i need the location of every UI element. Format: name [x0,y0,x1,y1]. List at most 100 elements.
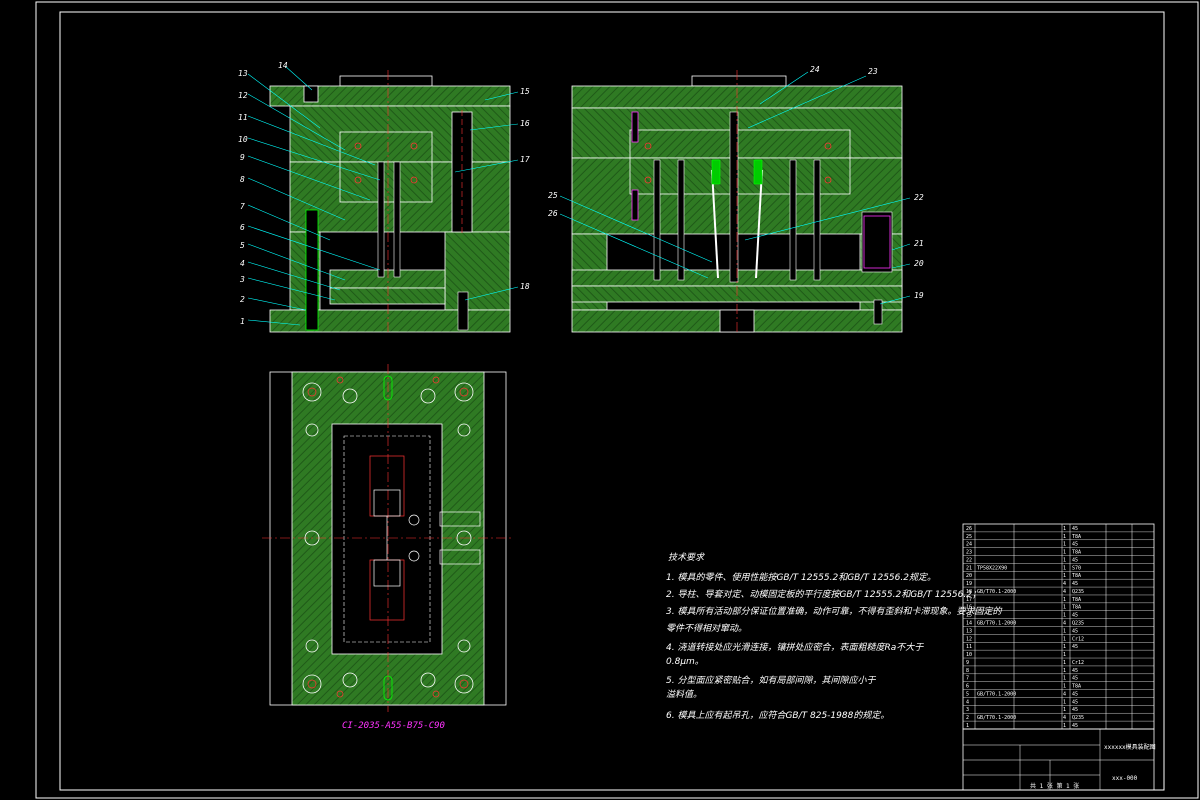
bom-cell-no: 2 [966,715,969,721]
plan-caption: CI-2035-A55-B75-C90 [342,721,445,731]
note-line: 3. 模具所有活动部分保证位置准确，动作可靠，不得有歪斜和卡滞现象。要求固定的 [666,606,1002,617]
bom-cell-no: 24 [966,542,972,548]
bom-cell-mat: T8A [1072,597,1081,603]
bom-cell-qty: 1 [1063,542,1066,548]
part-label: 6 [240,223,245,232]
outer-frame [35,1,1199,799]
bom-cell-mat: 45 [1072,723,1078,729]
drawing-number: xxx-000 [1112,775,1138,782]
bom-cell-mat: Cr12 [1072,660,1084,666]
note-line: 零件不得相对窜动。 [666,623,747,634]
bom-cell-code: GB/T70.1-2000 [977,691,1016,697]
bom-cell-qty: 1 [1063,652,1066,658]
bom-cell-mat: T8A [1072,605,1081,611]
bom-cell-mat: 45 [1072,699,1078,705]
part-label: 11 [238,113,248,122]
note-line: 4. 浇道转接处应光滑连接，镶拼处应密合，表面粗糙度Ra不大于 [666,642,924,653]
bom-cell-mat: 45 [1072,707,1078,713]
right-part-labels: 19 20 21 22 23 24 25 26 [548,65,924,300]
bom-cell-code: GB/T70.1-2000 [977,715,1016,721]
bom-cell-mat: S70 [1072,565,1081,571]
bom-cell-no: 12 [966,636,972,642]
bom-cell-no: 25 [966,534,972,540]
bom-cell-mat: T8A [1072,684,1081,690]
part-label: 13 [238,69,248,78]
bom-cell-qty: 1 [1063,644,1066,650]
bom-cell-mat: T8A [1072,573,1081,579]
part-label: 18 [520,282,530,291]
bom-cell-code: TP58X22X90 [977,565,1007,571]
bom-cell-qty: 1 [1063,573,1066,579]
technical-notes: 技术要求 1. 模具的零件、使用性能按GB/T 12555.2和GB/T 125… [666,552,1002,721]
bom-cell-no: 18 [966,589,972,595]
part-label: 15 [520,87,530,96]
bom-cell-no: 5 [966,691,969,697]
bom-cell-mat: 45 [1072,613,1078,619]
bom-cell-no: 21 [966,565,972,571]
bom-cell-mat: 45 [1072,557,1078,563]
bom-cell-no: 9 [966,660,969,666]
inner-frame [59,11,1165,791]
bom-cell-qty: 1 [1063,676,1066,682]
bom-cell-no: 19 [966,581,972,587]
bom-cell-no: 14 [966,621,972,627]
bom-cell-mat: Q235 [1072,621,1084,627]
bom-cell-qty: 1 [1063,534,1066,540]
bom-cell-mat: Q235 [1072,715,1084,721]
left-section-view [269,70,511,335]
bom-cell-qty: 1 [1063,550,1066,556]
part-label: 20 [914,259,924,268]
bom-cell-mat: 45 [1072,644,1078,650]
bom-cell-no: 11 [966,644,972,650]
part-label: 26 [548,209,558,218]
bom-cell-qty: 4 [1063,715,1066,721]
notes-title: 技术要求 [668,552,705,563]
bom-cell-mat: T8A [1072,550,1081,556]
bom-cell-no: 20 [966,573,972,579]
bom-cell-code: GB/T70.1-2000 [977,589,1016,595]
bom-cell-qty: 4 [1063,589,1066,595]
bom-cell-qty: 1 [1063,565,1066,571]
bom-cell-no: 8 [966,668,969,674]
part-label: 9 [240,153,245,162]
part-label: 2 [240,295,245,304]
right-leaders [559,71,911,305]
bom-cell-no: 10 [966,652,972,658]
bom-cell-mat: 45 [1072,676,1078,682]
bom-cell-qty: 1 [1063,597,1066,603]
bom-cell-mat: T8A [1072,534,1081,540]
part-label: 5 [240,241,245,250]
note-line: 2. 导柱、导套对定、动模固定板的平行度按GB/T 12555.2和GB/T 1… [666,589,981,600]
part-label: 8 [240,175,245,184]
part-label: 17 [520,155,530,164]
title-block: xxxxxx模具装配图 xxx-000 共 1 张 第 1 张 [962,728,1156,791]
part-label: 16 [520,119,530,128]
note-line: 1. 模具的零件、使用性能按GB/T 12555.2和GB/T 12556.2规… [666,572,936,583]
bom-cell-qty: 1 [1063,684,1066,690]
bom-cell-qty: 1 [1063,628,1066,634]
bom-cell-no: 7 [966,676,969,682]
sheet-text: 共 1 张 第 1 张 [1030,782,1079,790]
bom-cell-qty: 4 [1063,691,1066,697]
bom-cell-qty: 4 [1063,621,1066,627]
part-label: 25 [548,191,558,200]
part-label: 23 [868,67,878,76]
part-label: 12 [238,91,248,100]
bom-cell-qty: 4 [1063,581,1066,587]
left-leaders [247,65,519,326]
bom-cell-no: 3 [966,707,969,713]
part-label: 21 [914,239,924,248]
note-line: 溢料值。 [666,689,702,700]
bom-cell-no: 23 [966,550,972,556]
part-label: 22 [914,193,924,202]
drawing-name: xxxxxx模具装配图 [1104,743,1156,751]
bom-cell-code: GB/T70.1-2000 [977,621,1016,627]
bom-cell-mat: 45 [1072,628,1078,634]
bom-cell-qty: 1 [1063,636,1066,642]
bom-cell-qty: 1 [1063,660,1066,666]
bom-cell-qty: 1 [1063,668,1066,674]
bom-cell-mat: 45 [1072,581,1078,587]
part-label: 7 [240,202,245,211]
